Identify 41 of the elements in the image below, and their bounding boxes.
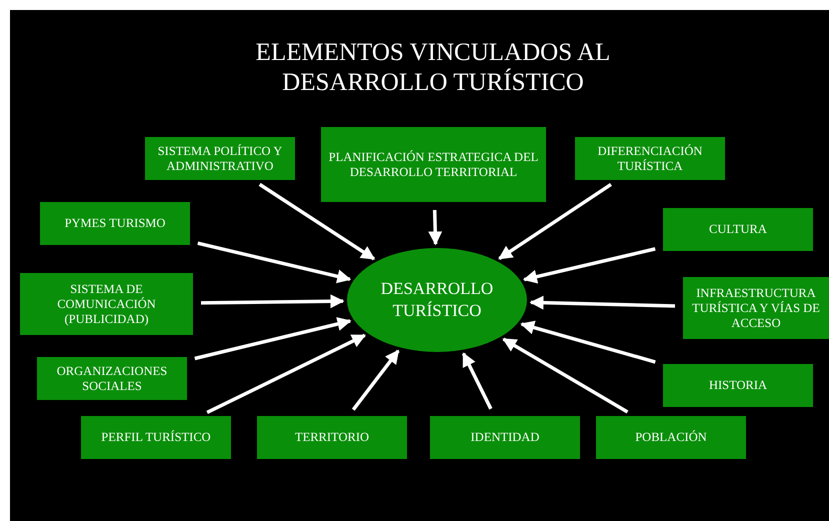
node-label: PYMES TURISMO [64, 216, 166, 231]
process-box [81, 416, 231, 459]
node-label: SISTEMA DE COMUNICACIÓN (PUBLICIDAD) [56, 282, 157, 326]
process-box [40, 202, 190, 245]
process-box [596, 416, 746, 459]
title: ELEMENTOS VINCULADOS AL DESARROLLO TURÍSTICO [254, 38, 612, 98]
node-label: PERFIL TURÍSTICO [100, 430, 212, 445]
arrow [194, 317, 352, 360]
process-box [20, 273, 193, 335]
node-label: DESARROLLO TURÍSTICO [380, 278, 494, 322]
process-box [663, 364, 813, 407]
node-label: ORGANIZACIONES SOCIALES [56, 364, 168, 394]
process-box [145, 137, 295, 180]
arrow [206, 334, 366, 414]
arrow [520, 320, 656, 364]
arrow [258, 182, 376, 260]
arrow [530, 296, 676, 310]
node-label: TERRITORIO [294, 430, 370, 445]
process-box [321, 127, 546, 202]
process-box [257, 416, 407, 459]
arrow [462, 352, 492, 410]
node-label: DIFERENCIACIÓN TURÍSTICA [596, 144, 704, 174]
arrow [522, 247, 656, 284]
process-box [683, 277, 829, 339]
node-label: PLANIFICACIÓN ESTRATEGICA DEL DESARROLLO TERRITORIAL [328, 150, 540, 180]
process-box [663, 208, 813, 251]
arrow [502, 338, 628, 414]
node-label: HISTORIA [708, 378, 768, 393]
arrow [352, 350, 400, 411]
process-box [430, 416, 580, 459]
process-box [575, 137, 725, 180]
arrow [200, 294, 344, 308]
node-label: SISTEMA POLÍTICO Y ADMINISTRATIVO [156, 144, 284, 174]
arrow [498, 182, 612, 260]
node-label: IDENTIDAD [470, 430, 540, 445]
node-label: CULTURA [708, 222, 768, 237]
node-label: POBLACIÓN [634, 430, 708, 445]
arrow [197, 241, 352, 284]
node-label: INFRAESTRUCTURA TURÍSTICA Y VÍAS DE ACCESO [691, 286, 821, 330]
arrow [428, 210, 442, 246]
process-box [37, 357, 187, 400]
